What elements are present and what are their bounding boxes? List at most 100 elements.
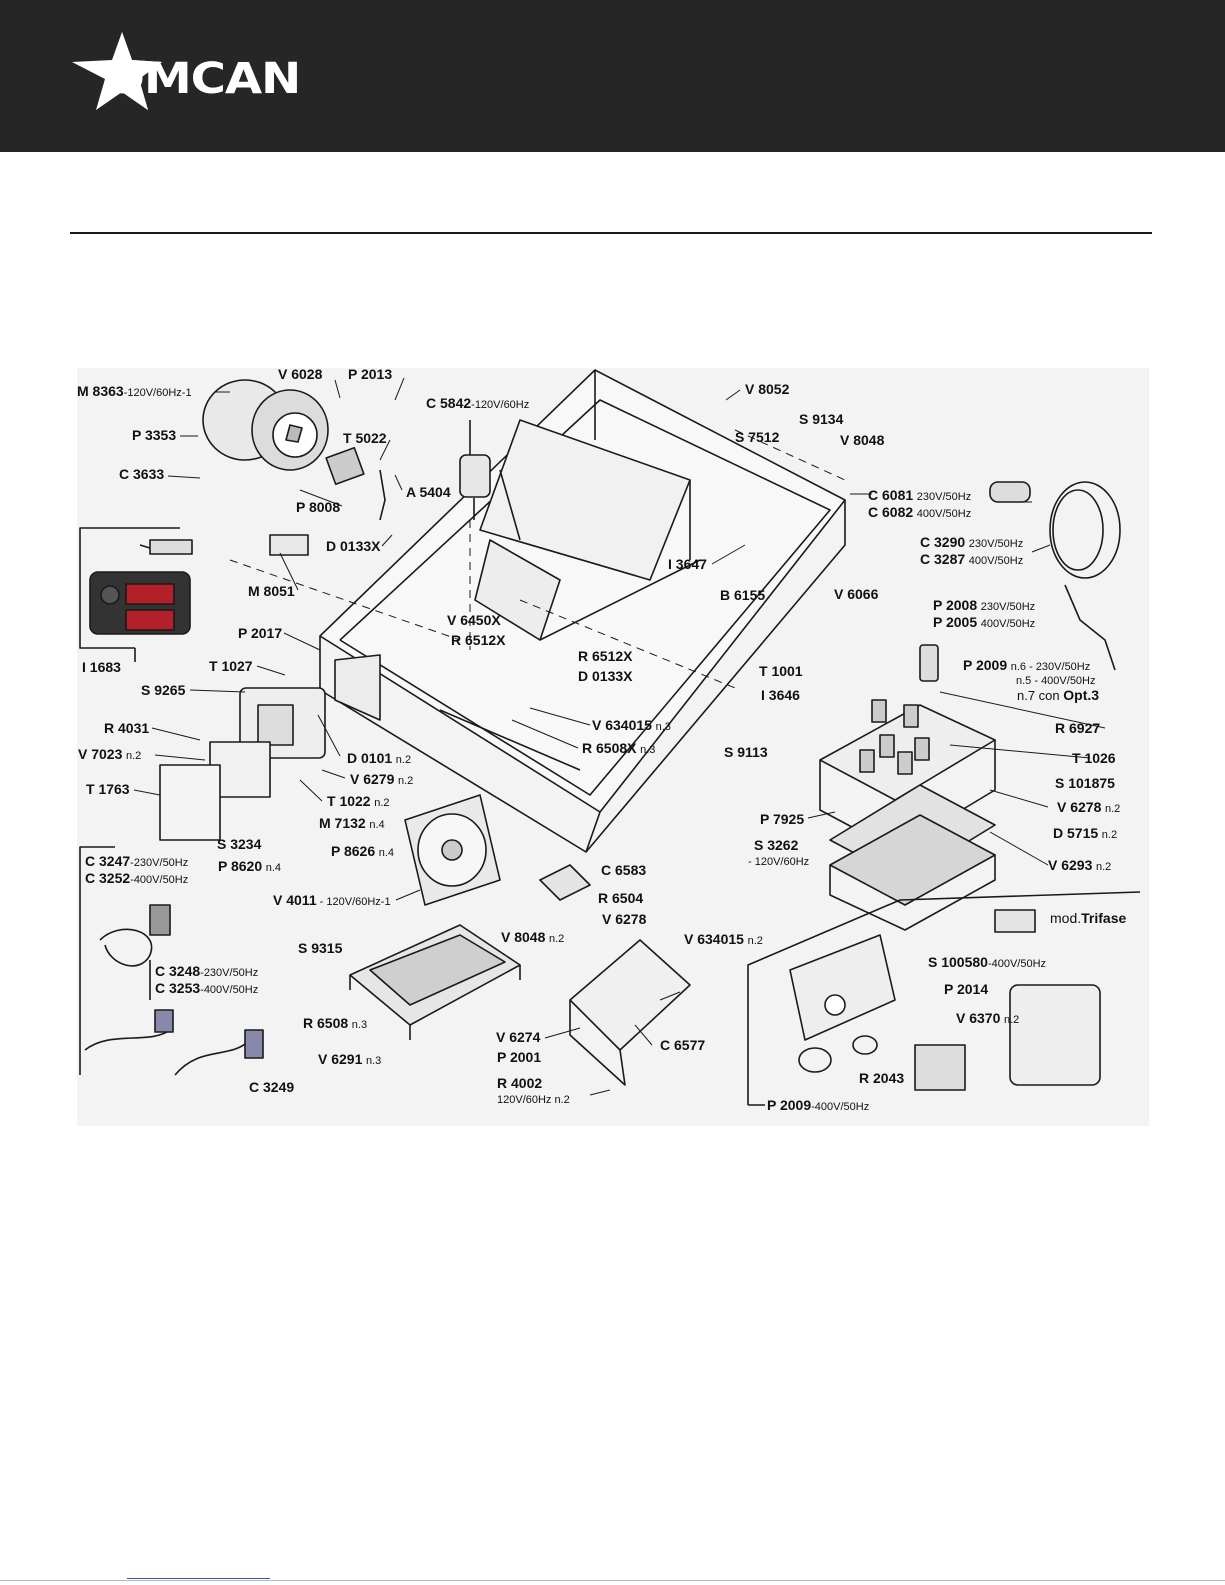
label-v6278-a: V 6278 n.2 xyxy=(1057,800,1120,817)
label-v6279: V 6279 n.2 xyxy=(350,772,413,789)
part-note: -400V/50Hz xyxy=(130,874,189,886)
label-d0133x-b: D 0133X xyxy=(578,669,632,684)
label-p2017: P 2017 xyxy=(238,626,282,641)
part-note: n.2 xyxy=(395,754,412,766)
footer-rule xyxy=(0,1580,1225,1581)
part-code: V 634015 xyxy=(684,931,744,947)
part-note: 230V/50Hz xyxy=(980,601,1036,613)
part-code: S 9265 xyxy=(141,682,186,698)
label-i3647: I 3647 xyxy=(668,557,707,572)
part-note: n.2 xyxy=(398,775,414,787)
part-code: P 7925 xyxy=(760,811,805,827)
label-v634015-a: V 634015 n.3 xyxy=(592,718,671,735)
part-code: C 3249 xyxy=(249,1079,295,1095)
part-note: n.3 xyxy=(351,1019,368,1031)
label-s3262: S 3262 xyxy=(754,838,798,853)
label-p2005: P 2005 400V/50Hz xyxy=(933,615,1035,632)
part-note: n.6 - 230V/50Hz xyxy=(1010,661,1091,673)
part-code: C 3290 xyxy=(920,534,966,550)
part-code: V 6370 xyxy=(956,1010,1001,1026)
label-mod-trifase: mod.Trifase xyxy=(1050,911,1126,926)
label-d0133x-a: D 0133X xyxy=(326,539,380,554)
part-code: R 2043 xyxy=(859,1070,905,1086)
label-p3353: P 3353 xyxy=(132,428,176,443)
part-code: T 1763 xyxy=(86,781,130,797)
part-note: 400V/50Hz xyxy=(916,508,972,520)
part-code: D 5715 xyxy=(1053,825,1099,841)
label-c3249: C 3249 xyxy=(249,1080,294,1095)
part-note: n.2 xyxy=(1004,1014,1020,1026)
label-v7023: V 7023 n.2 xyxy=(78,747,141,764)
part-note: n.2 xyxy=(549,933,565,945)
part-code: S 3262 xyxy=(754,837,799,853)
part-note: 400V/50Hz xyxy=(980,618,1036,630)
label-t1763: T 1763 xyxy=(86,782,130,797)
part-code: P 8620 xyxy=(218,858,263,874)
part-note: n.3 xyxy=(366,1055,382,1067)
label-c3290: C 3290 230V/50Hz xyxy=(920,535,1023,552)
part-code: M 7132 xyxy=(319,815,366,831)
part-code: I 1683 xyxy=(82,659,121,675)
part-code: C 6081 xyxy=(868,487,914,503)
label-d0101: D 0101 n.2 xyxy=(347,751,411,768)
label-p2008: P 2008 230V/50Hz xyxy=(933,598,1035,615)
label-r2043: R 2043 xyxy=(859,1071,904,1086)
label-r4002: R 4002 xyxy=(497,1076,542,1091)
label-c3633: C 3633 xyxy=(119,467,164,482)
part-note: -400V/50Hz xyxy=(811,1101,870,1113)
capacitor xyxy=(459,420,491,520)
fan xyxy=(404,794,501,906)
part-code: M 8363 xyxy=(77,383,124,399)
part-note-bold: Opt.3 xyxy=(1063,687,1100,703)
part-code: C 5842 xyxy=(426,395,472,411)
mod-prefix: mod. xyxy=(1050,910,1082,926)
part-note: 230V/50Hz xyxy=(968,538,1024,550)
heater-block xyxy=(819,644,996,931)
part-code: S 100580 xyxy=(928,954,988,970)
part-code: V 4011 xyxy=(273,892,317,908)
part-code: I 3646 xyxy=(761,687,800,703)
label-t1027: T 1027 xyxy=(209,659,253,674)
wire-harnesses xyxy=(79,846,264,1076)
label-s3262-note: - 120V/60Hz xyxy=(748,856,810,868)
label-c3287: C 3287 400V/50Hz xyxy=(920,552,1023,569)
label-s9265: S 9265 xyxy=(141,683,185,698)
label-v8052: V 8052 xyxy=(745,382,789,397)
part-code: V 634015 xyxy=(592,717,652,733)
part-code: S 101875 xyxy=(1055,775,1115,791)
label-p2009-a-note3: n.7 con Opt.3 xyxy=(1017,687,1100,704)
part-note: -400V/50Hz xyxy=(200,984,259,996)
label-c3253: C 3253-400V/50Hz xyxy=(155,981,258,998)
power-cord xyxy=(989,481,1121,671)
part-code: R 6512X xyxy=(578,648,633,664)
part-note: n.2 xyxy=(374,797,390,809)
label-v6450x: V 6450X xyxy=(447,613,501,628)
part-code: S 9113 xyxy=(724,744,768,760)
label-r6508x: R 6508X n.3 xyxy=(582,741,655,758)
part-code: C 6577 xyxy=(660,1037,706,1053)
label-p2014: P 2014 xyxy=(944,982,988,997)
label-c3248: C 3248-230V/50Hz xyxy=(155,964,258,981)
part-code: P 3353 xyxy=(132,427,177,443)
cover-plate xyxy=(539,864,691,1086)
part-code: V 6293 xyxy=(1048,857,1093,873)
mod-bold: Trifase xyxy=(1081,910,1127,926)
brand-name: OMCAN xyxy=(104,54,301,104)
part-code: V 8052 xyxy=(745,381,790,397)
footer-link-underline[interactable] xyxy=(127,1578,270,1579)
part-code: P 2017 xyxy=(238,625,283,641)
part-code: P 8626 xyxy=(331,843,376,859)
part-code: C 6583 xyxy=(601,862,647,878)
part-note: n.4 xyxy=(265,862,282,874)
part-code: B 6155 xyxy=(720,587,766,603)
title-rule xyxy=(70,232,1152,234)
part-code: C 3247 xyxy=(85,853,131,869)
label-p8008: P 8008 xyxy=(296,500,340,515)
drip-tray xyxy=(349,924,521,1040)
label-v6066: V 6066 xyxy=(834,587,878,602)
part-note: n.2 xyxy=(126,750,142,762)
part-code: S 7512 xyxy=(735,429,780,445)
part-note: n.2 xyxy=(747,935,763,947)
part-code: D 0133X xyxy=(326,538,381,554)
